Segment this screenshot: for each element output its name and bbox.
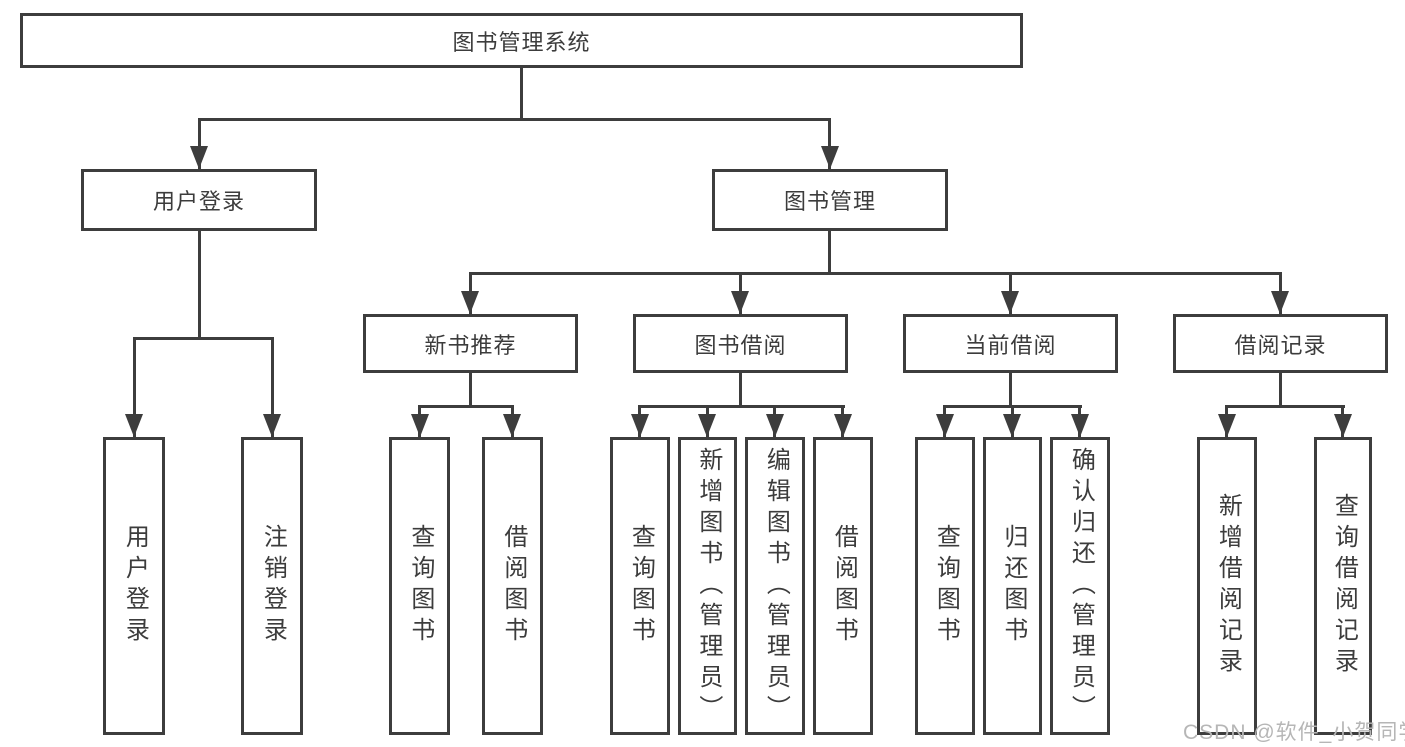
arrow-down-icon — [1071, 414, 1089, 437]
connector-line — [828, 231, 831, 272]
connector-line — [418, 405, 514, 408]
arrow-down-icon — [766, 414, 784, 437]
connector-line — [133, 337, 274, 340]
leaf-cb-query-books: 查询图书 — [915, 437, 975, 735]
arrow-down-icon — [631, 414, 649, 437]
node-label: 新增图书（管理员） — [694, 446, 722, 726]
connector-line — [520, 68, 523, 118]
leaf-nb-query-books: 查询图书 — [389, 437, 450, 735]
leaf-nb-borrow-books: 借阅图书 — [482, 437, 543, 735]
arrow-down-icon — [936, 414, 954, 437]
leaf-cb-return-books: 归还图书 — [983, 437, 1042, 735]
node-label: 借阅图书 — [499, 524, 527, 648]
connector-line — [828, 118, 831, 169]
csdn-watermark: CSDN @软件_小贺同学 — [1183, 721, 1405, 744]
arrow-down-icon — [1001, 291, 1019, 314]
leaf-cb-confirm-return-admin: 确认归还（管理员） — [1050, 437, 1110, 735]
node-label: 查询借阅记录 — [1330, 493, 1358, 679]
node-label: 借阅图书 — [830, 524, 858, 648]
node-label: 新书推荐 — [424, 332, 517, 358]
connector-line — [271, 337, 274, 437]
node-label: 查询图书 — [406, 524, 434, 648]
node-label: 借阅记录 — [1234, 332, 1327, 358]
node-book-borrowing: 图书借阅 — [633, 314, 848, 373]
node-label: 归还图书 — [999, 524, 1027, 648]
arrow-down-icon — [821, 146, 839, 169]
arrow-down-icon — [731, 291, 749, 314]
arrow-down-icon — [461, 291, 479, 314]
node-label: 注销登录 — [259, 524, 287, 648]
connector-line — [198, 231, 201, 337]
node-label: 用户登录 — [121, 524, 149, 648]
node-book-management: 图书管理 — [712, 169, 948, 231]
node-library-management-system: 图书管理系统 — [20, 13, 1023, 68]
connector-line — [198, 118, 831, 121]
leaf-user-login: 用户登录 — [103, 437, 165, 735]
arrow-down-icon — [503, 414, 521, 437]
connector-line — [739, 373, 742, 405]
arrow-down-icon — [1334, 414, 1352, 437]
node-label: 编辑图书（管理员） — [762, 446, 790, 726]
leaf-br-add-record: 新增借阅记录 — [1197, 437, 1257, 735]
leaf-bb-edit-books-admin: 编辑图书（管理员） — [745, 437, 805, 735]
connector-line — [638, 405, 845, 408]
leaf-bb-borrow-books: 借阅图书 — [813, 437, 873, 735]
arrow-down-icon — [1271, 291, 1289, 314]
node-label: 用户登录 — [152, 189, 245, 214]
connector-line — [198, 118, 201, 169]
connector-line — [469, 373, 472, 405]
connector-line — [1279, 373, 1282, 405]
arrow-down-icon — [1218, 414, 1236, 437]
node-borrowing-records: 借阅记录 — [1173, 314, 1388, 373]
node-label: 确认归还（管理员） — [1067, 446, 1095, 726]
arrow-down-icon — [834, 414, 852, 437]
node-label: 当前借阅 — [964, 332, 1057, 358]
connector-line — [1225, 405, 1345, 408]
leaf-br-query-record: 查询借阅记录 — [1314, 437, 1372, 735]
arrow-down-icon — [698, 414, 716, 437]
connector-line — [133, 337, 136, 437]
node-label: 图书借阅 — [694, 332, 787, 358]
leaf-bb-query-books: 查询图书 — [610, 437, 670, 735]
arrow-down-icon — [263, 414, 281, 437]
connector-line — [469, 272, 1282, 275]
node-current-borrowing: 当前借阅 — [903, 314, 1118, 373]
connector-line — [1009, 373, 1012, 405]
arrow-down-icon — [125, 414, 143, 437]
arrow-down-icon — [1003, 414, 1021, 437]
arrow-down-icon — [411, 414, 429, 437]
node-label: 图书管理 — [783, 189, 876, 214]
node-new-book-recommendation: 新书推荐 — [363, 314, 578, 373]
arrow-down-icon — [190, 146, 208, 169]
leaf-bb-add-books-admin: 新增图书（管理员） — [678, 437, 737, 735]
node-label: 图书管理系统 — [452, 29, 591, 55]
node-label: 新增借阅记录 — [1214, 493, 1242, 679]
node-label: 查询图书 — [932, 524, 960, 648]
node-user-login: 用户登录 — [81, 169, 317, 231]
leaf-logout: 注销登录 — [241, 437, 303, 735]
node-label: 查询图书 — [627, 524, 655, 648]
